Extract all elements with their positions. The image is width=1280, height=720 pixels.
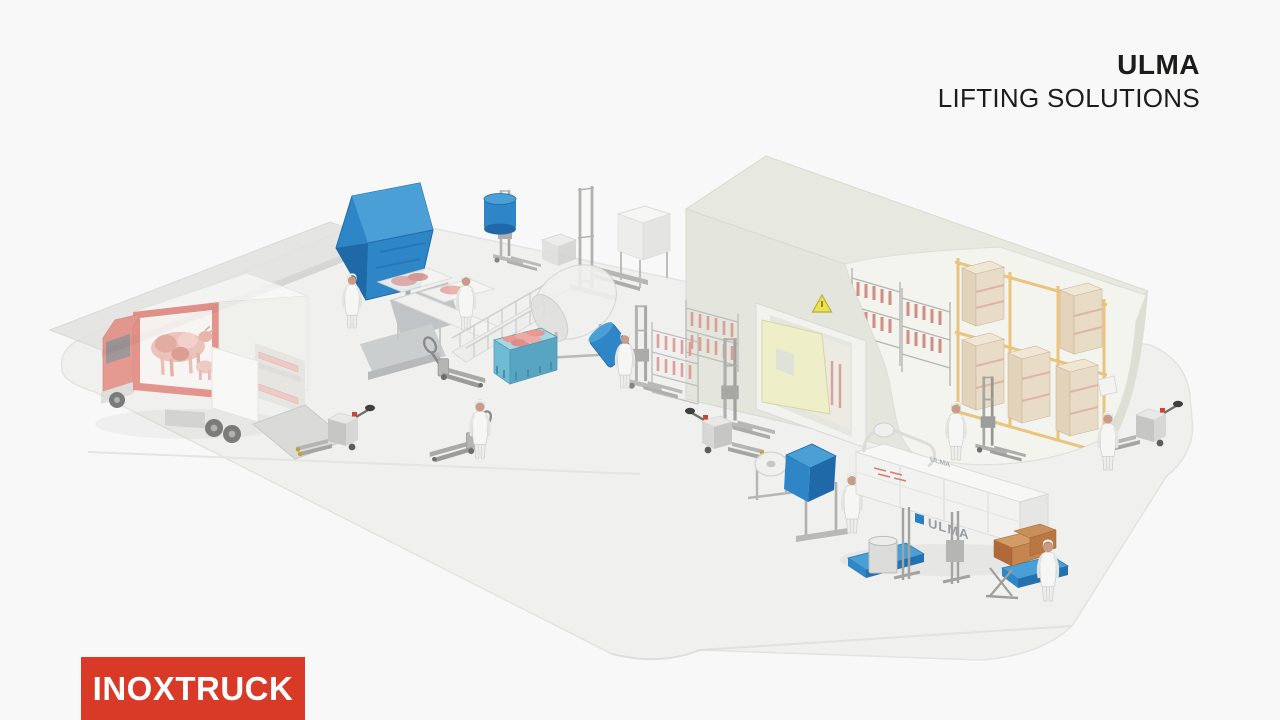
drum-stacker (483, 188, 543, 273)
blue-drum (483, 193, 517, 235)
warning-sign (811, 293, 833, 313)
brand-name: ULMA (1117, 49, 1200, 80)
walkway-line (87, 451, 641, 475)
door-panel (761, 319, 831, 415)
cold-storage-building (684, 155, 1150, 466)
ulma-logo-icon (915, 513, 924, 525)
brand-header: ULMA LIFTING SOLUTIONS (937, 49, 1200, 114)
pallet-box-with-meat (492, 327, 559, 385)
right-area (1097, 375, 1185, 472)
blue-tipping-bin (335, 182, 434, 301)
truck-cab (101, 313, 141, 404)
stainless-tub (616, 205, 672, 288)
cold-room-door (755, 302, 867, 449)
brand-tagline: LIFTING SOLUTIONS (937, 82, 1200, 113)
delivery-truck (101, 272, 348, 460)
smoke-stick-racks (651, 300, 777, 441)
drum-lifter-station (847, 507, 971, 584)
blue-bin (784, 443, 837, 502)
inoxtruck-logo-label: INOXTRUCK (92, 669, 294, 707)
machine-bin-tipper (784, 443, 848, 542)
meat-rolls (503, 329, 545, 347)
orange-crates (993, 523, 1057, 567)
truck-cow-graphic (133, 302, 219, 398)
truck-rear-cargo (211, 295, 309, 423)
gray-bin (540, 233, 578, 266)
truck-fuel-tank (165, 409, 205, 429)
inoxtruck-logo: INOXTRUCK (81, 657, 305, 720)
wall-dispenser (1097, 375, 1118, 397)
